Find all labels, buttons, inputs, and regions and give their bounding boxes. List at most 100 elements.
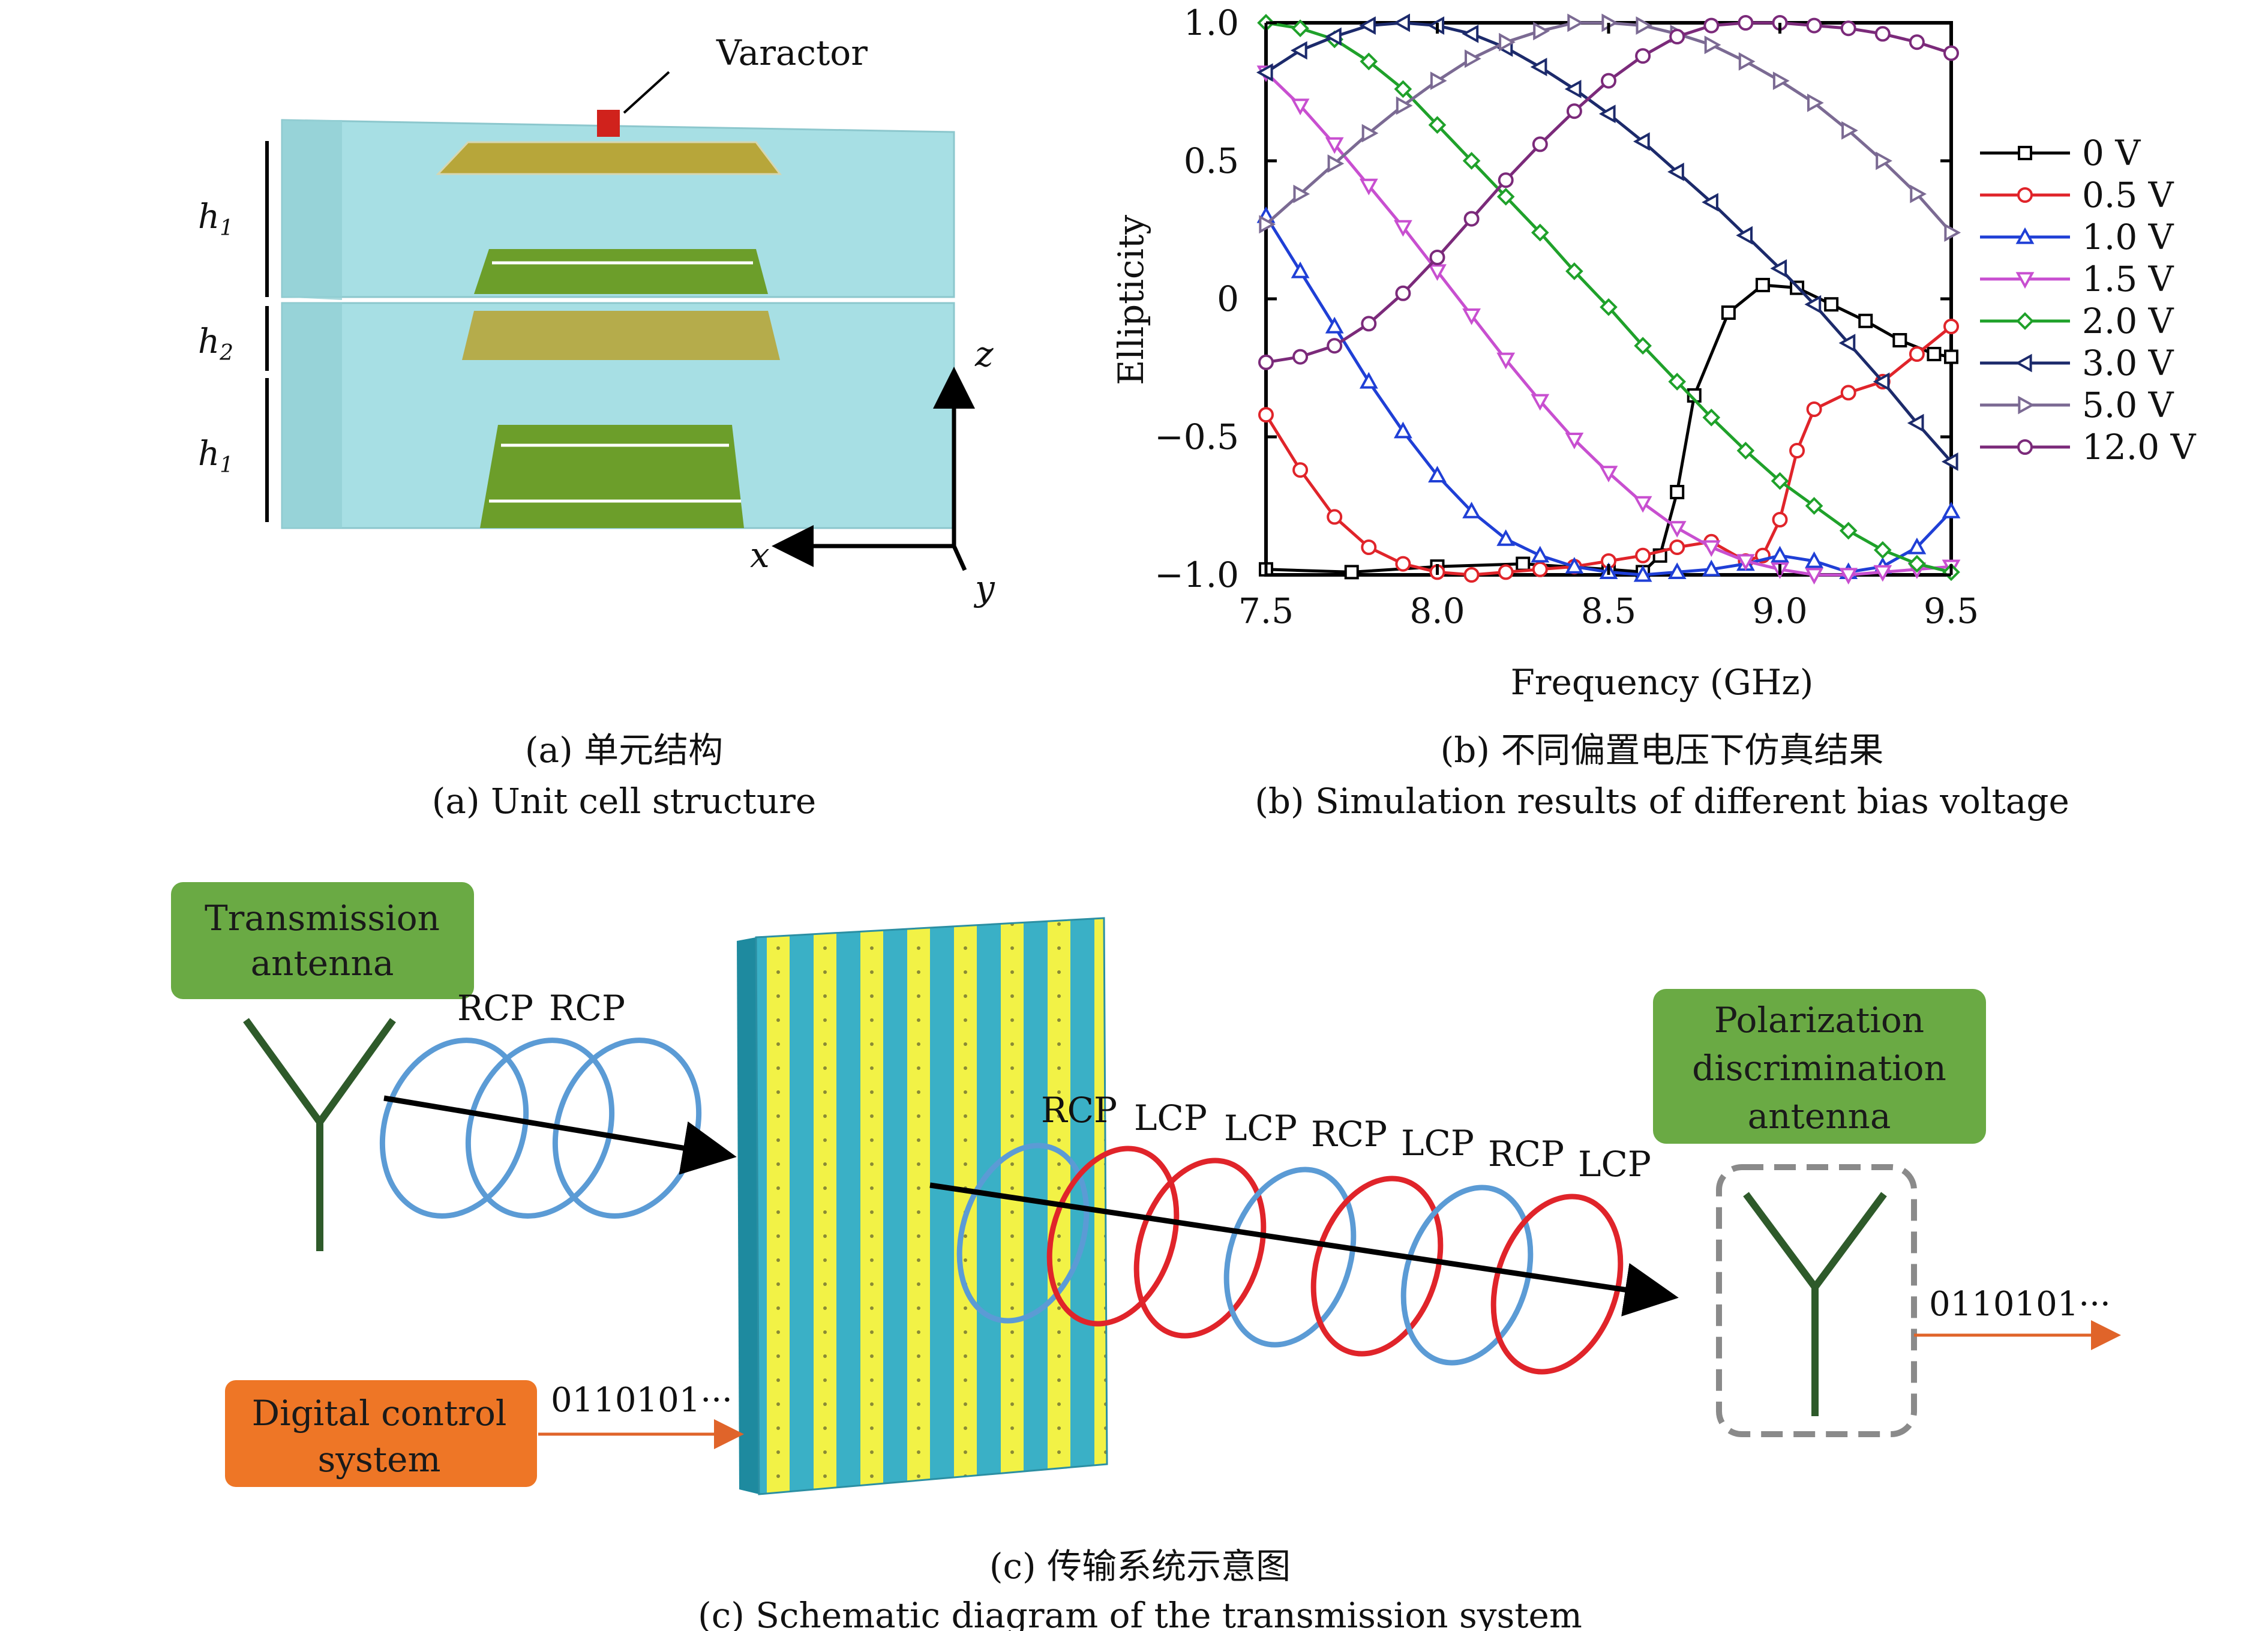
data-point [1907,537,1927,554]
lower-slab-side [282,303,342,528]
data-point [1908,554,1926,573]
data-point [1873,372,1890,391]
chart-series-group [1256,13,1961,585]
data-point [1325,137,1344,154]
legend-label: 2.0 V [2082,301,2174,341]
data-point [1771,472,1789,490]
legend-label: 1.0 V [2082,217,2174,257]
data-point [1599,466,1618,482]
legend-entry: 2.0 V [1980,301,2174,341]
out-label-6: RCP [1488,1134,1564,1174]
data-point [1395,556,1411,572]
data-point [1909,346,1925,362]
data-point [1633,496,1652,513]
data-point [1359,178,1378,196]
data-point [1327,509,1343,525]
data-point [1292,462,1309,478]
bitstream-out: 0110101··· [1929,1285,2111,1324]
data-point [1736,226,1753,245]
y-tick-label: −0.5 [1154,416,1239,457]
data-point [1531,545,1550,563]
data-point [1824,297,1839,312]
data-point [1772,512,1788,527]
data-point [1359,371,1378,389]
data-point [1943,319,1959,334]
x-axis-title: Frequency (GHz) [1511,662,1814,703]
data-point [1532,561,1548,577]
data-point [1910,184,1927,203]
legend-label: 0 V [2082,133,2141,173]
data-point [1909,34,1925,50]
legend-entry: 3.0 V [1980,343,2174,383]
data-point [1770,259,1787,278]
mid-gold-patch-front [462,311,780,360]
data-point [1361,316,1377,332]
legend: 0 V0.5 V1.0 V1.5 V2.0 V3.0 V5.0 V12.0 V [1980,133,2197,467]
caption-b-zh: (b) 不同偏置电压下仿真结果 [1441,730,1884,770]
data-point [1564,80,1582,98]
data-point [1633,565,1652,582]
out-label-1: RCP [1041,1090,1117,1131]
data-point [1667,163,1684,181]
data-point [1462,502,1481,518]
y-tick-label: 1.0 [1184,2,1239,43]
data-point [1344,565,1359,580]
data-point [1838,334,1856,352]
data-point [1428,466,1447,482]
data-point [1291,98,1310,116]
data-point [1291,19,1309,38]
incident-label-1: RCP [457,988,533,1029]
data-point [1292,349,1309,365]
data-point [1462,152,1481,170]
data-point [1668,373,1687,391]
legend-entry: 0 V [1980,133,2141,173]
data-point [1361,124,1379,143]
metasurface-edge [737,937,759,1494]
data-point [1565,262,1583,280]
data-point [1259,215,1276,234]
data-point [1600,298,1618,316]
data-point [1804,295,1822,314]
data-point [1462,308,1481,325]
data-point [1430,71,1447,90]
data-point [1789,443,1805,458]
upper-slab-side [282,120,342,300]
data-point [1736,442,1755,460]
x-tick-label: 7.5 [1238,590,1294,631]
data-point [1636,16,1653,35]
x-tick-label: 9.0 [1752,590,1807,631]
incident-label-2: RCP [549,988,625,1029]
digital-control-label-1: Digital control [252,1393,507,1434]
data-point [1873,565,1892,582]
data-point [1531,394,1550,411]
data-point [1361,539,1377,555]
rcp-loop-2 [465,1038,615,1219]
series-12_0V [1258,15,1959,370]
legend-marker [2016,312,2034,330]
data-point [1601,73,1616,89]
out-loop-lcp-4 [1490,1194,1624,1375]
legend-marker [2017,187,2033,203]
out-loop-rcp-2 [1223,1167,1357,1348]
data-point [1840,20,1856,37]
legend-label: 0.5 V [2082,175,2174,215]
top-patch [436,141,782,175]
data-point [1873,541,1892,559]
data-point [1462,25,1479,43]
data-point [1927,347,1942,361]
data-point [1325,27,1342,46]
y-tick-label: 0 [1217,278,1239,319]
data-point [1327,338,1343,354]
data-point [1702,559,1721,577]
data-point [1669,539,1685,555]
legend-label: 5.0 V [2082,385,2174,425]
legend-marker [2015,272,2035,289]
data-point [1806,17,1822,34]
data-point [1703,17,1720,34]
mid-green-patch [474,249,768,294]
digital-control-box [225,1380,537,1487]
data-point [1704,35,1721,55]
data-point [1258,407,1274,423]
